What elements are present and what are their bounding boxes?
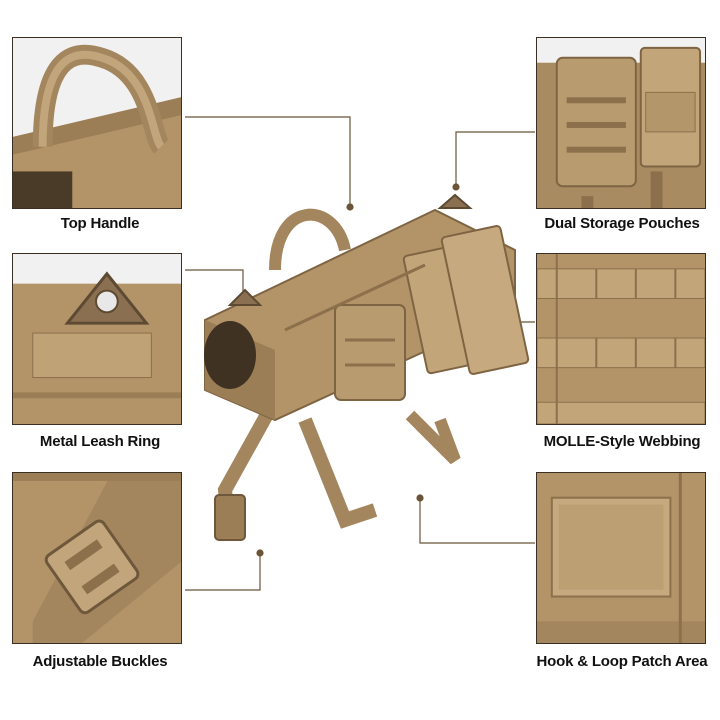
- callout-line-leash-ring: [185, 269, 244, 295]
- caption-dual-pouches: Dual Storage Pouches: [544, 215, 700, 232]
- adjustable-buckles-photo: [12, 472, 182, 644]
- callout-dot-dual-pouches: [452, 183, 460, 191]
- callout-line-buckles: [185, 555, 261, 591]
- callout-line-hook-loop: [419, 500, 535, 544]
- molle-webbing-photo: [536, 253, 706, 425]
- caption-top-handle: Top Handle: [60, 215, 140, 232]
- harness-product-photo: [204, 193, 530, 541]
- caption-hook-loop-patch: Hook & Loop Patch Area: [536, 653, 708, 670]
- caption-adjustable-buckles: Adjustable Buckles: [32, 653, 168, 670]
- callout-dot-buckles: [256, 549, 264, 557]
- hook-loop-patch-photo: [536, 472, 706, 644]
- callout-line-top-handle: [185, 116, 351, 205]
- callout-line-dual-pouches: [455, 131, 535, 185]
- callout-dot-hook-loop: [416, 494, 424, 502]
- caption-leash-ring: Metal Leash Ring: [39, 433, 161, 450]
- caption-molle-webbing: MOLLE-Style Webbing: [543, 433, 701, 450]
- dual-pouches-photo: [536, 37, 706, 209]
- top-handle-photo: [12, 37, 182, 209]
- leash-ring-photo: [12, 253, 182, 425]
- harness-buckle: [214, 494, 246, 541]
- callout-dot-top-handle: [346, 203, 354, 211]
